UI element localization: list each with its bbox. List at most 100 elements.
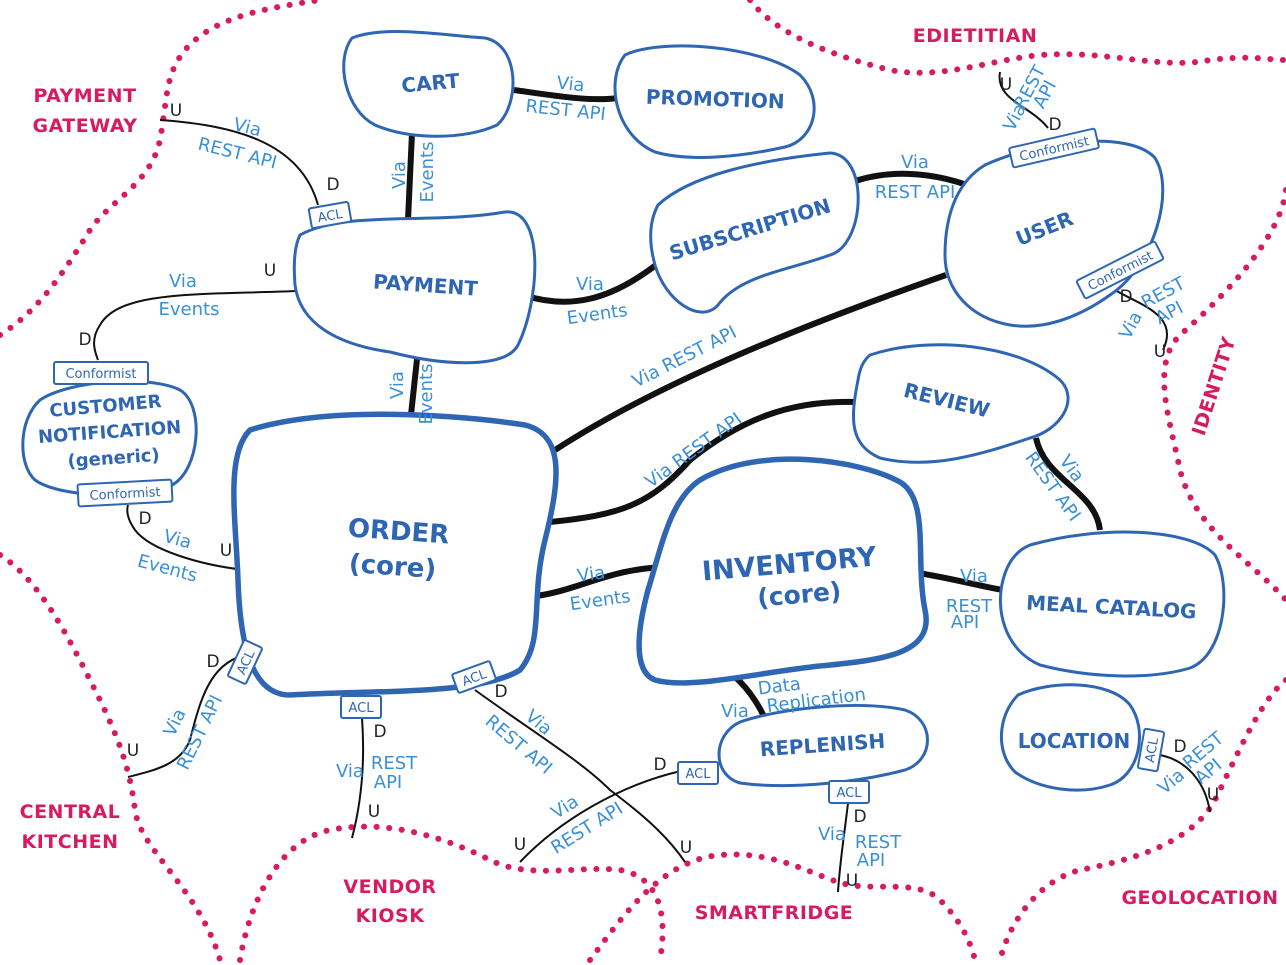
d-mark-payment: D bbox=[326, 175, 339, 195]
geolocation-boundary bbox=[997, 677, 1286, 963]
cart-promotion-via: Via bbox=[556, 73, 586, 97]
u-mark-payment-events: U bbox=[264, 261, 276, 281]
edietitian-boundary bbox=[747, 0, 1286, 76]
conformist-tag-notification-bottom: Conformist bbox=[76, 478, 174, 508]
replenish-smartfridge-rest: REST bbox=[855, 832, 902, 853]
order-central-kitchen-via: Via bbox=[159, 705, 190, 739]
inventory-context[interactable] bbox=[636, 456, 929, 686]
inventory-meal-catalog-link bbox=[917, 570, 1004, 593]
order-user-link bbox=[553, 272, 947, 453]
order-notification-events: Events bbox=[135, 551, 199, 587]
review-meal-catalog-link bbox=[1033, 437, 1103, 531]
payment-gateway-payment-link bbox=[159, 119, 319, 206]
payment-notification-events: Events bbox=[159, 299, 220, 320]
location-geolocation-via: Via bbox=[1154, 765, 1189, 799]
payment-subscription-link bbox=[522, 262, 658, 305]
u-mark-order-events: U bbox=[220, 541, 232, 561]
payment-notification-via: Via bbox=[169, 271, 197, 292]
conformist-tag-notification-top: Conformist bbox=[53, 361, 149, 385]
edietitian-label: EDIETITIAN bbox=[913, 25, 1037, 47]
d-mark-location: D bbox=[1173, 737, 1186, 757]
payment-order-via: Via bbox=[387, 371, 408, 399]
user-identity-via: Via bbox=[1115, 308, 1147, 343]
payment-gateway-rest-api: REST API bbox=[196, 134, 279, 174]
subscription-context[interactable] bbox=[649, 151, 860, 314]
payment-context[interactable] bbox=[292, 210, 537, 365]
geolocation-label: GEOLOCATION bbox=[1121, 887, 1278, 909]
upstream-downstream-marks: U D U D D U U D D U D U D U D U D U D U … bbox=[78, 75, 1219, 891]
payment-notification-link bbox=[93, 290, 297, 361]
identity-label: IDENTITY bbox=[1188, 334, 1241, 438]
u-mark-geolocation: U bbox=[1207, 785, 1219, 805]
svg-text:ACL: ACL bbox=[317, 207, 345, 226]
u-mark-central-kitchen: U bbox=[127, 741, 139, 761]
acl-tag-order-smartfridge: ACL bbox=[451, 660, 497, 694]
cart-context[interactable] bbox=[342, 30, 515, 138]
order-vendor-kiosk-rest: REST bbox=[371, 753, 418, 774]
promotion-label: PROMOTION bbox=[645, 85, 785, 114]
d-mark-user-bottom: D bbox=[1119, 287, 1132, 307]
context-labels: PAYMENT GATEWAY EDIETITIAN IDENTITY CENT… bbox=[20, 25, 1278, 927]
central-kitchen-label-line2: KITCHEN bbox=[22, 831, 119, 853]
payment-gateway-boundary bbox=[0, 0, 323, 338]
subscription-user-rest-api: REST API bbox=[875, 182, 956, 203]
acl-tag-replenish-bottom: ACL bbox=[828, 780, 870, 804]
replenish-smartfridge-link bbox=[837, 802, 849, 893]
identity-boundary bbox=[1161, 187, 1286, 603]
inventory-meal-catalog-rest: REST bbox=[946, 596, 993, 617]
location-context[interactable] bbox=[1000, 683, 1142, 792]
order-notification-via: Via bbox=[161, 526, 193, 554]
order-vendor-kiosk-api: API bbox=[374, 772, 402, 793]
order-label-line1: ORDER bbox=[347, 514, 450, 551]
order-review-link bbox=[549, 398, 856, 525]
u-mark-vendor-kiosk: U bbox=[368, 802, 380, 822]
acl-tag-location: ACL bbox=[1136, 727, 1166, 773]
d-mark-notification-top: D bbox=[78, 330, 91, 350]
u-mark-smartfridge-replenish: U bbox=[846, 871, 858, 891]
vendor-kiosk-label-line2: KIOSK bbox=[356, 905, 426, 927]
order-context[interactable] bbox=[231, 411, 559, 698]
replenish-vendor-kiosk-via: Via bbox=[548, 791, 583, 824]
bounded-contexts bbox=[21, 30, 1226, 792]
promotion-context[interactable] bbox=[613, 44, 816, 159]
central-kitchen-label-line1: CENTRAL bbox=[20, 801, 121, 823]
meal-catalog-context[interactable] bbox=[998, 530, 1226, 678]
replenish-context[interactable] bbox=[717, 704, 929, 788]
subscription-user-via: Via bbox=[901, 152, 929, 173]
inventory-replenish-via: Via bbox=[721, 701, 749, 722]
payment-subscription-events: Events bbox=[566, 300, 629, 329]
acl-tag-payment: ACL bbox=[307, 200, 353, 230]
d-mark-order-central-kitchen: D bbox=[206, 652, 219, 672]
payment-gateway-label-line2: GATEWAY bbox=[32, 115, 137, 137]
d-mark-user-top: D bbox=[1048, 115, 1061, 135]
cart-promotion-link bbox=[513, 87, 619, 103]
payment-order-events: Events bbox=[416, 364, 437, 425]
order-notification-link bbox=[126, 504, 246, 571]
cart-label: CART bbox=[400, 69, 461, 98]
svg-text:ACL: ACL bbox=[349, 701, 375, 716]
svg-text:Conformist: Conformist bbox=[89, 485, 161, 504]
u-mark-vendor-kiosk-replenish: U bbox=[514, 835, 526, 855]
smartfridge-label: SMARTFRIDGE bbox=[695, 902, 854, 924]
u-mark-identity: U bbox=[1154, 342, 1166, 362]
inventory-replenish-data: Data bbox=[757, 674, 802, 700]
review-context[interactable] bbox=[852, 343, 1070, 464]
order-smartfridge-via: Via bbox=[521, 706, 556, 740]
inventory-meal-catalog-via: Via bbox=[960, 566, 988, 587]
order-vendor-kiosk-via: Via bbox=[336, 761, 364, 782]
u-mark-edietitian: U bbox=[1000, 75, 1012, 95]
cart-payment-via: Via bbox=[389, 161, 410, 189]
svg-text:ACL: ACL bbox=[686, 767, 712, 782]
d-mark-notification-bottom: D bbox=[138, 509, 151, 529]
svg-text:ACL: ACL bbox=[837, 786, 863, 801]
inventory-meal-catalog-api: API bbox=[951, 612, 979, 633]
order-inventory-via: Via bbox=[576, 562, 607, 587]
d-mark-order-vendor-kiosk: D bbox=[373, 722, 386, 742]
central-kitchen-boundary bbox=[0, 552, 223, 963]
tags: ACL Conformist Conformist Conformist Con… bbox=[53, 127, 1166, 804]
payment-order-link bbox=[407, 349, 421, 425]
user-identity-link bbox=[1114, 289, 1169, 351]
order-label-line2: (core) bbox=[348, 549, 437, 585]
